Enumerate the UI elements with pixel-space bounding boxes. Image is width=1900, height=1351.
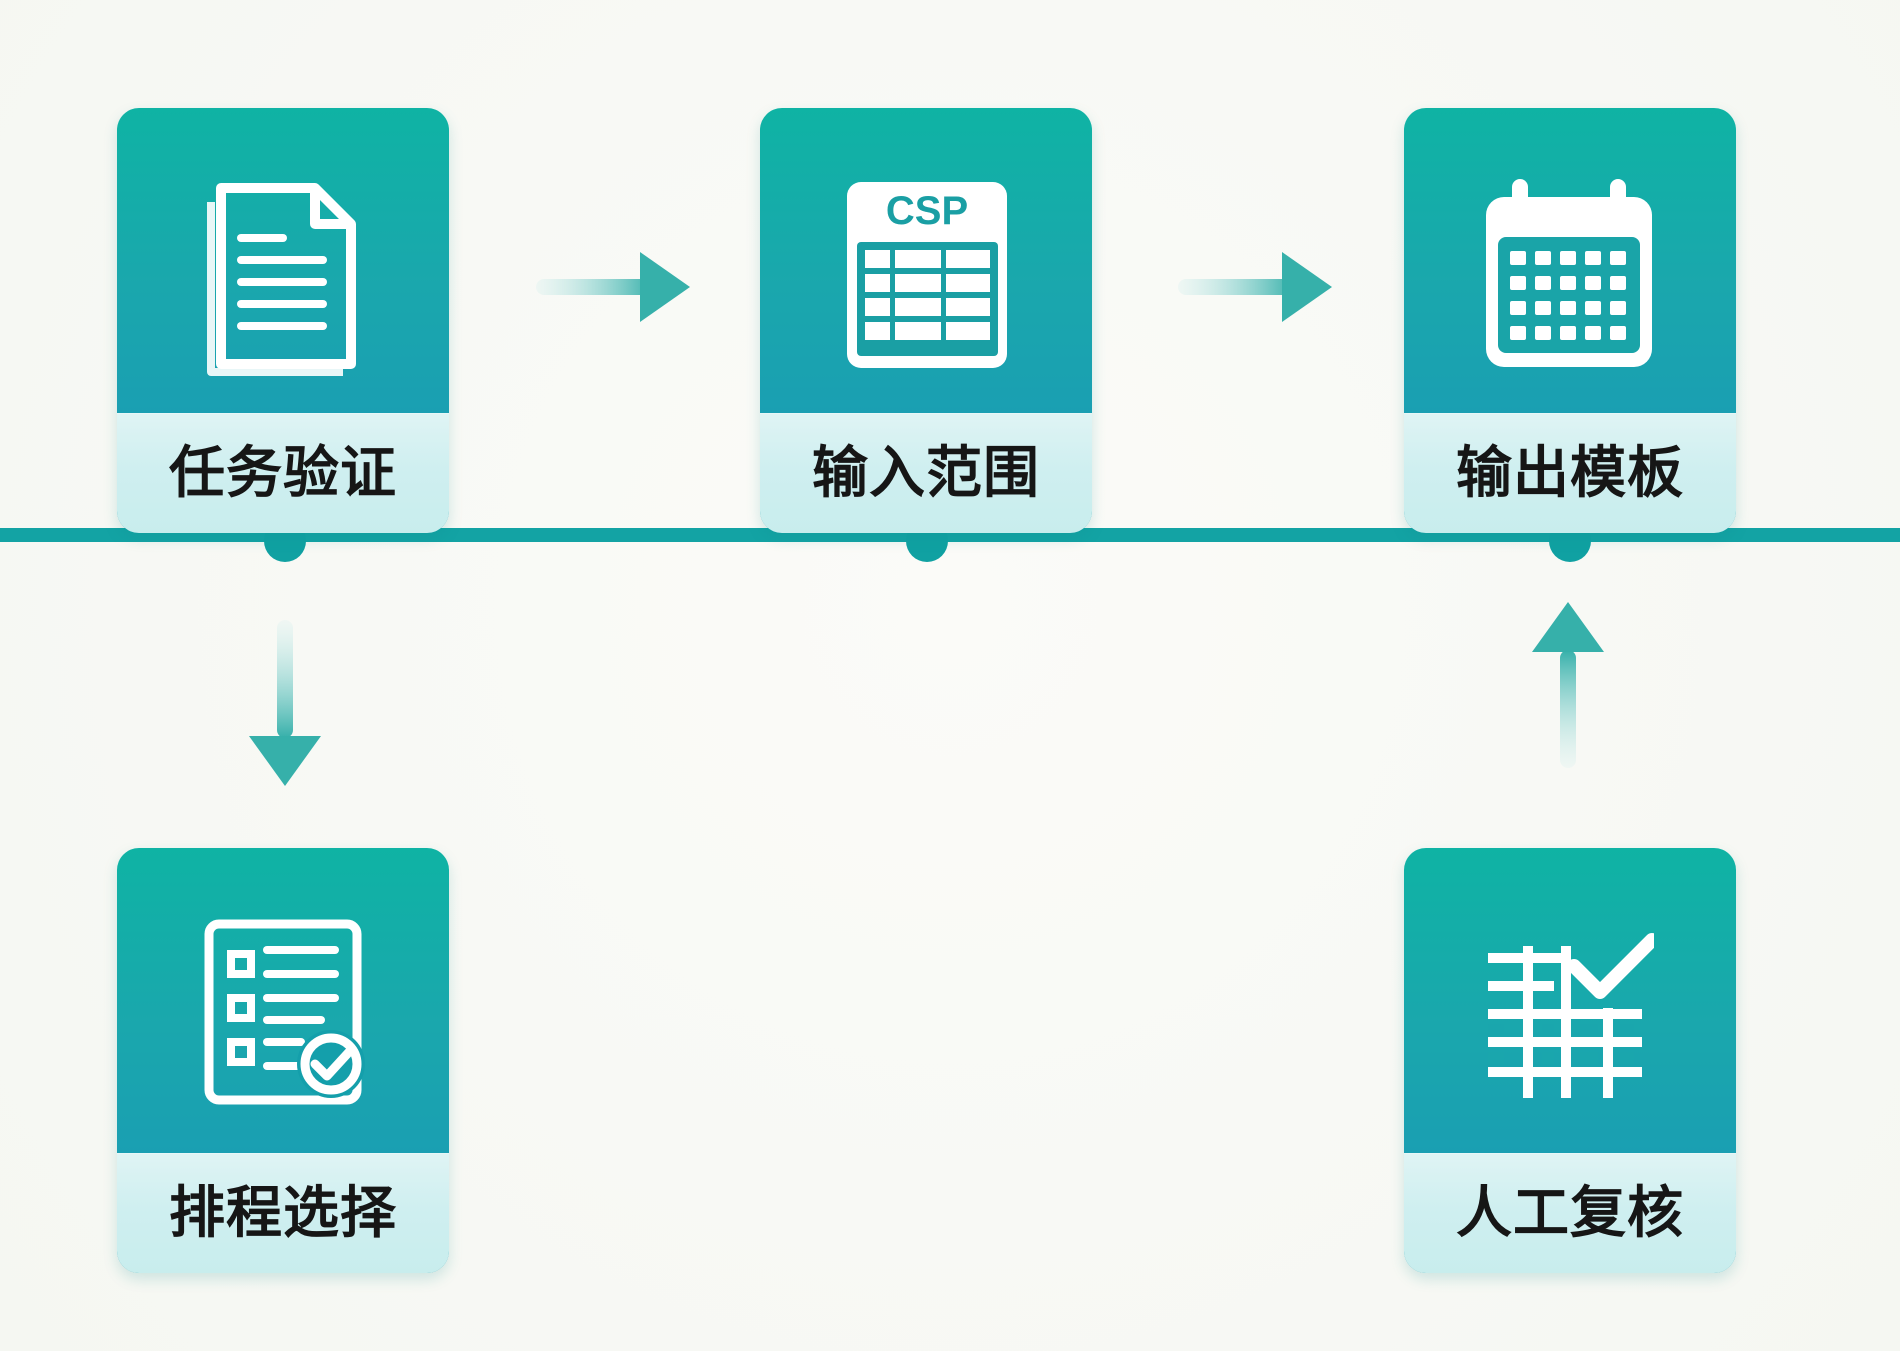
arrow-down — [249, 620, 321, 786]
step-label: 输入范围 — [812, 441, 1040, 506]
card-label-band: 输出模板 — [1404, 413, 1736, 533]
arrow-up — [1532, 602, 1604, 768]
arrow-right — [536, 252, 690, 322]
step-label: 输出模板 — [1456, 441, 1684, 506]
card-icon-area — [117, 848, 449, 1153]
step-label: 排程选择 — [169, 1181, 397, 1246]
csp-table-icon: CSP — [847, 182, 1007, 368]
card-label-band: 任务验证 — [117, 413, 449, 533]
step-card: 输出模板 — [1404, 108, 1736, 533]
card-icon-area — [117, 108, 449, 413]
step-card: 排程选择 — [117, 848, 449, 1273]
step-card: 任务验证 — [117, 108, 449, 533]
step-label: 人工复核 — [1456, 1181, 1684, 1246]
card-label-band: 人工复核 — [1404, 1153, 1736, 1273]
card-icon-area — [1404, 108, 1736, 413]
card-icon-area: CSP — [760, 108, 1092, 413]
step-card: 人工复核 — [1404, 848, 1736, 1273]
grid-check-icon — [1488, 933, 1654, 1098]
checklist-icon — [204, 919, 365, 1105]
step-card: CSP — [760, 108, 1092, 533]
svg-text:CSP: CSP — [886, 189, 968, 233]
step-label: 任务验证 — [169, 441, 397, 506]
card-icon-area — [1404, 848, 1736, 1153]
card-label-band: 排程选择 — [117, 1153, 449, 1273]
document-icon — [207, 183, 356, 376]
arrow-right — [1178, 252, 1332, 322]
card-label-band: 输入范围 — [760, 413, 1092, 533]
calendar-icon — [1486, 179, 1652, 367]
